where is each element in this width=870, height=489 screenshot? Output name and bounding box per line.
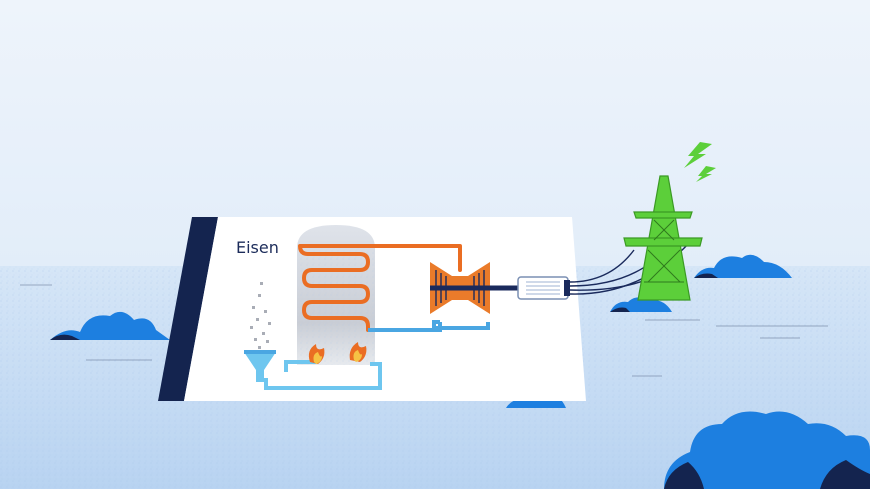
- boiler: [297, 225, 375, 365]
- generator-icon: [517, 276, 570, 300]
- flame-icon: [308, 344, 325, 364]
- cloud-icon: [610, 297, 672, 312]
- cloud-icon: [664, 411, 870, 489]
- panel-edge: [158, 217, 218, 401]
- funnel-icon: [244, 350, 276, 382]
- feed-pipe-inner: [284, 360, 316, 372]
- feed-pipe: [264, 362, 382, 390]
- lightning-icon: [684, 142, 716, 182]
- power-tower-icon: [623, 175, 703, 301]
- heating-coil: [298, 244, 462, 332]
- iron-particles: [250, 282, 271, 349]
- material-label: Eisen: [236, 238, 279, 257]
- condenser-pipe: [432, 320, 490, 330]
- panel: [184, 217, 586, 401]
- flame-icon: [349, 342, 367, 362]
- cloud-icon: [50, 311, 170, 340]
- cloud-icon: [694, 254, 792, 278]
- water-lines: [20, 284, 828, 377]
